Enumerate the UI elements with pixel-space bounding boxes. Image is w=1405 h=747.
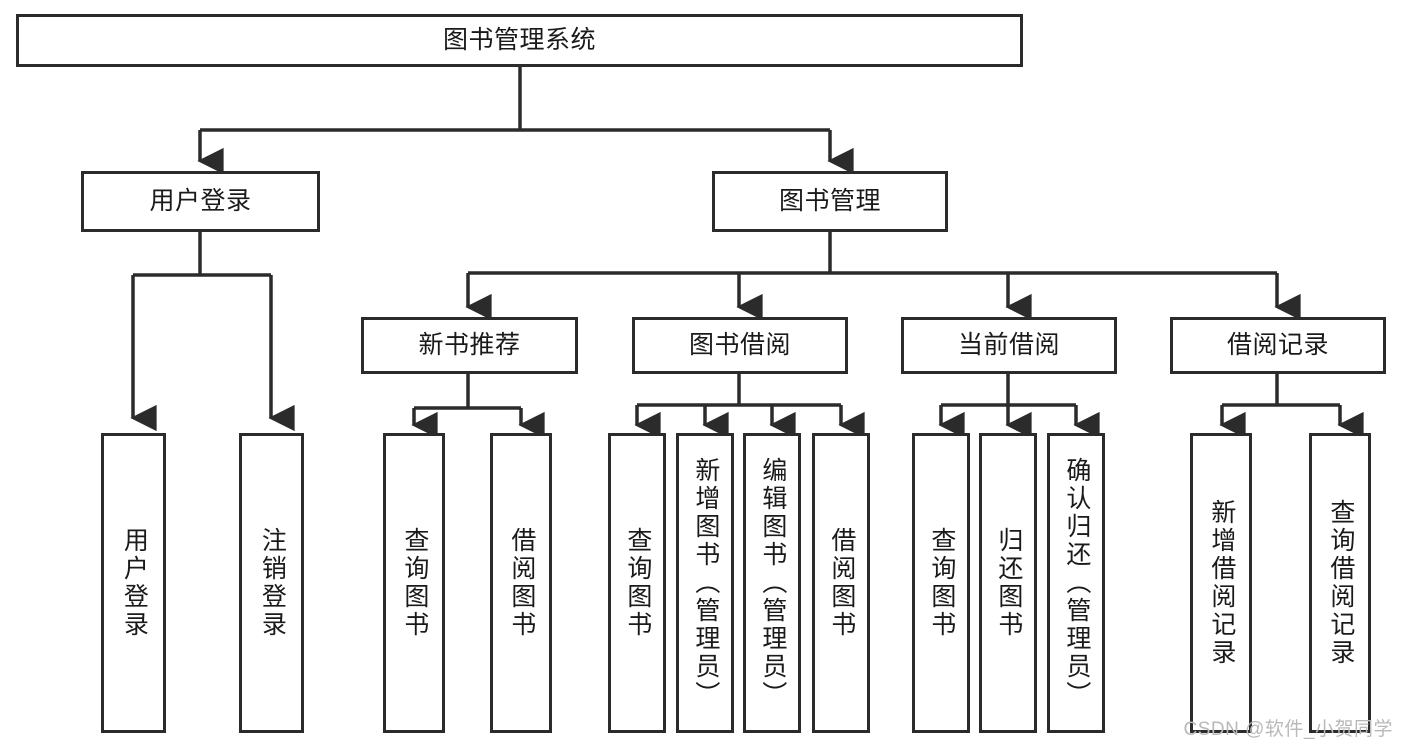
- node-leaf-confirm-return[interactable]: 确认归还（管理员）: [1047, 433, 1105, 733]
- node-leaf-return-book-label: 归还图书: [994, 527, 1023, 639]
- node-leaf-borrow-book-2[interactable]: 借阅图书: [812, 433, 870, 733]
- node-leaf-add-book[interactable]: 新增图书（管理员）: [676, 433, 734, 733]
- node-leaf-query-book-1[interactable]: 查询图书: [383, 433, 445, 733]
- node-leaf-borrow-book-1[interactable]: 借阅图书: [490, 433, 552, 733]
- node-leaf-query-book-3[interactable]: 查询图书: [912, 433, 970, 733]
- node-user-login[interactable]: 用户登录: [81, 171, 320, 232]
- node-leaf-add-book-label: 新增图书（管理员）: [691, 457, 720, 709]
- node-root-label: 图书管理系统: [442, 25, 596, 54]
- node-book-management-label: 图书管理: [778, 186, 881, 215]
- node-new-book-recommend[interactable]: 新书推荐: [361, 317, 578, 374]
- watermark-text: CSDN @软件_小贺同学: [1183, 719, 1393, 740]
- node-book-borrow[interactable]: 图书借阅: [632, 317, 848, 374]
- node-new-book-recommend-label: 新书推荐: [418, 330, 521, 359]
- node-borrow-record[interactable]: 借阅记录: [1170, 317, 1386, 374]
- node-user-login-label: 用户登录: [149, 186, 252, 215]
- node-leaf-query-book-3-label: 查询图书: [927, 527, 956, 639]
- node-current-borrow-label: 当前借阅: [957, 330, 1060, 359]
- node-leaf-edit-book[interactable]: 编辑图书（管理员）: [743, 433, 801, 733]
- node-book-borrow-label: 图书借阅: [688, 330, 791, 359]
- node-leaf-user-login-label: 用户登录: [120, 527, 149, 639]
- node-current-borrow[interactable]: 当前借阅: [901, 317, 1117, 374]
- node-leaf-logout-login-label: 注销登录: [258, 527, 287, 639]
- node-leaf-add-record-label: 新增借阅记录: [1207, 499, 1236, 667]
- node-leaf-user-login[interactable]: 用户登录: [101, 433, 166, 733]
- node-leaf-query-book-1-label: 查询图书: [400, 527, 429, 639]
- node-leaf-logout-login[interactable]: 注销登录: [239, 433, 304, 733]
- node-leaf-query-record[interactable]: 查询借阅记录: [1309, 433, 1371, 733]
- node-leaf-add-record[interactable]: 新增借阅记录: [1190, 433, 1252, 733]
- node-leaf-query-book-2[interactable]: 查询图书: [608, 433, 666, 733]
- node-leaf-return-book[interactable]: 归还图书: [979, 433, 1037, 733]
- node-leaf-borrow-book-1-label: 借阅图书: [507, 527, 536, 639]
- node-borrow-record-label: 借阅记录: [1226, 330, 1329, 359]
- node-leaf-confirm-return-label: 确认归还（管理员）: [1062, 457, 1091, 709]
- node-root[interactable]: 图书管理系统: [16, 14, 1023, 67]
- node-leaf-edit-book-label: 编辑图书（管理员）: [758, 457, 787, 709]
- node-book-management[interactable]: 图书管理: [712, 171, 948, 232]
- node-leaf-query-book-2-label: 查询图书: [623, 527, 652, 639]
- node-leaf-borrow-book-2-label: 借阅图书: [827, 527, 856, 639]
- node-leaf-query-record-label: 查询借阅记录: [1326, 499, 1355, 667]
